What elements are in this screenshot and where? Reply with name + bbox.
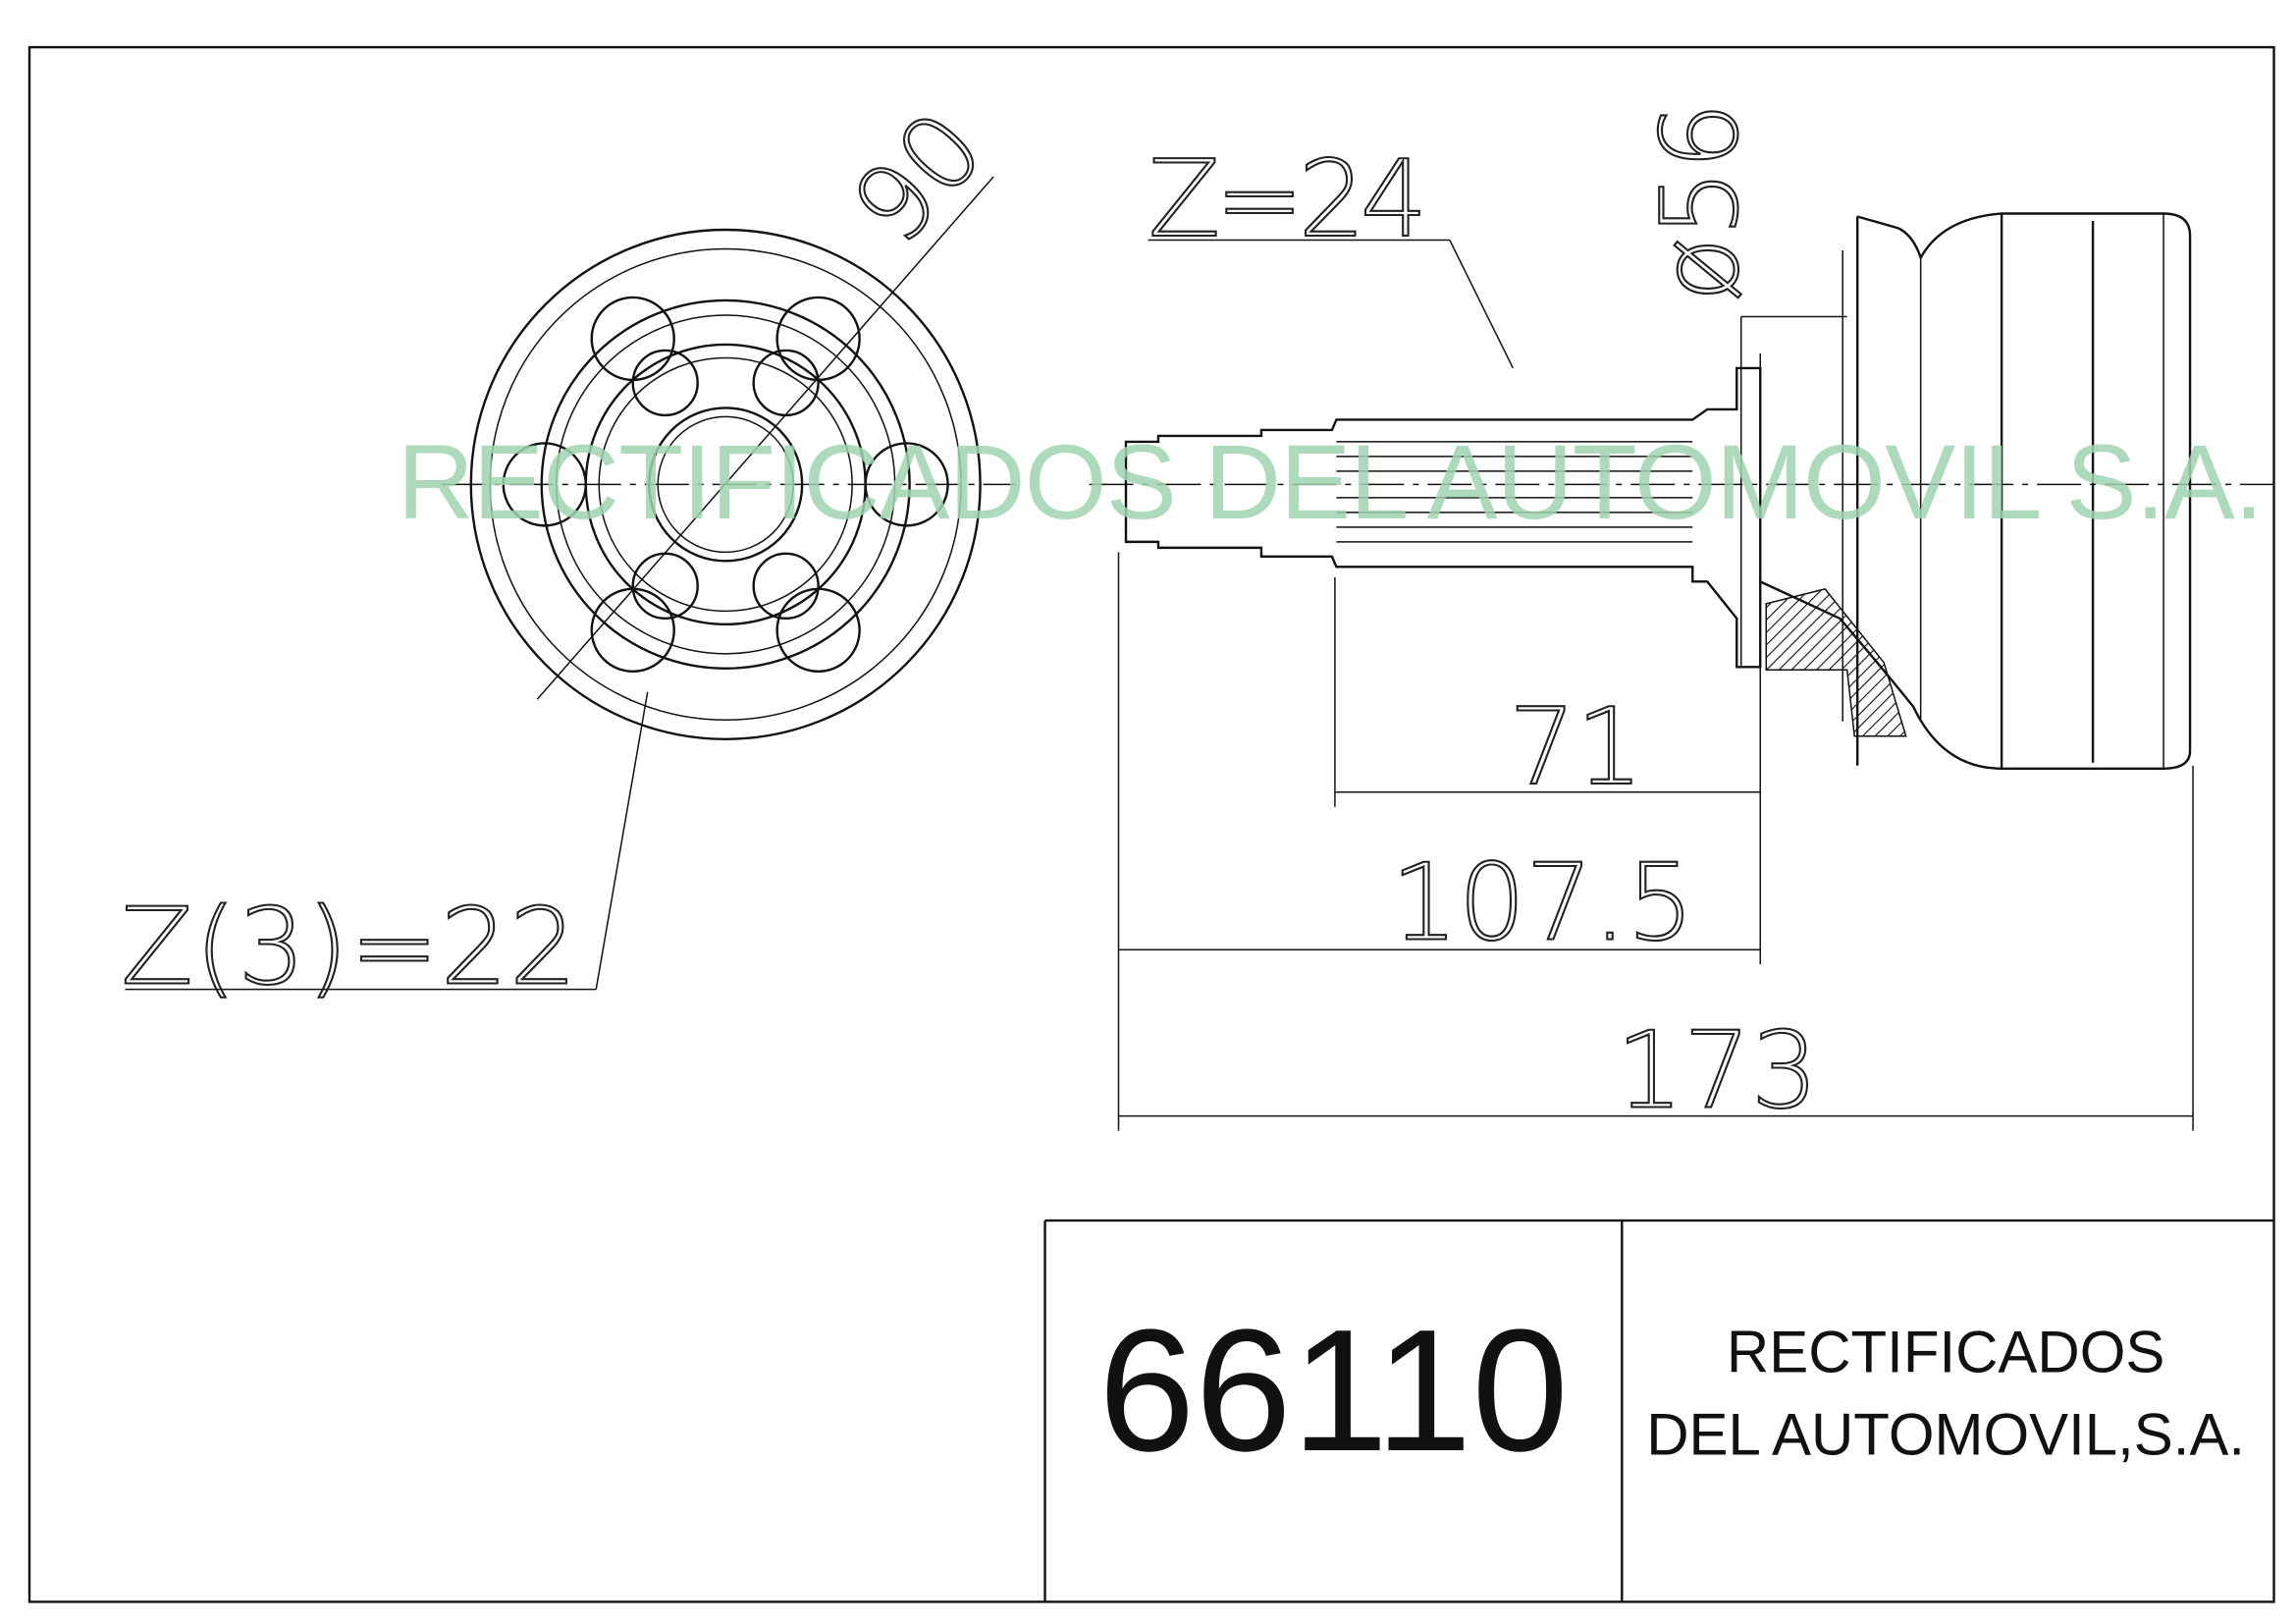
diameter-label: ø56: [1639, 102, 1762, 301]
company-line-2: DEL AUTOMOVIL,S.A.: [1646, 1401, 2245, 1467]
angle-label: 90: [830, 89, 1007, 267]
dim-71: 71: [1509, 686, 1643, 809]
spline-outer-label: Z=24: [1148, 138, 1427, 261]
watermark: RECTIFICADOS DEL AUTOMOVIL S.A.: [398, 422, 2264, 541]
drawing-frame: [27, 45, 2275, 1603]
title-block: 66110 RECTIFICADOS DEL AUTOMOVIL,S.A.: [1043, 1218, 2274, 1602]
dim-173: 173: [1616, 1010, 1818, 1133]
side-view: Z=24 ø56 71 107.5 173: [1089, 101, 2274, 1134]
spline-inner-label: Z(3)=22: [121, 887, 577, 1009]
end-view: 90 Z(3)=22: [120, 88, 1016, 1010]
dim-107-5: 107.5: [1391, 842, 1694, 965]
company-line-1: RECTIFICADOS: [1727, 1320, 2164, 1385]
part-number: 66110: [1098, 1294, 1569, 1488]
